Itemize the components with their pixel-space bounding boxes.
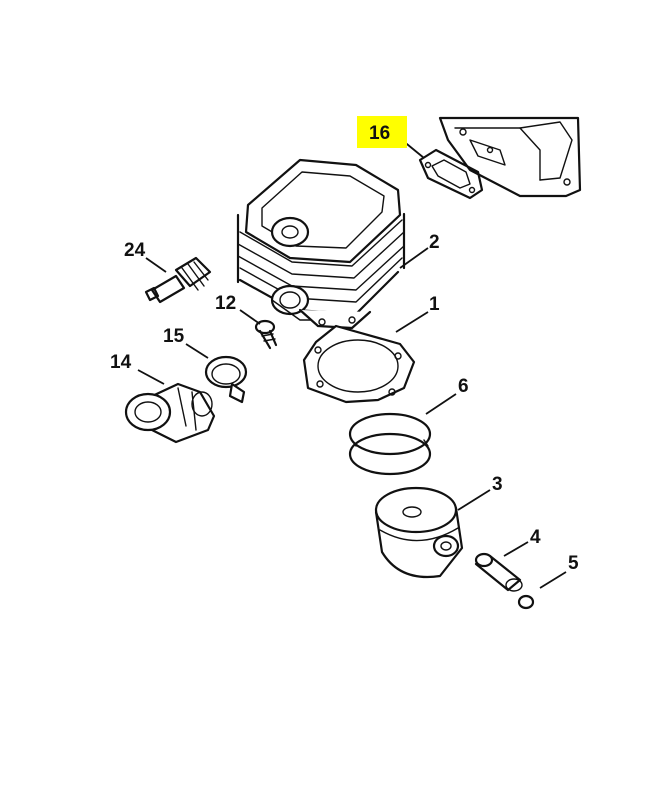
circlip-part-5 — [517, 594, 535, 610]
muffler-housing — [438, 116, 582, 198]
callout-1: 1 — [429, 294, 440, 315]
callout-16: 16 — [369, 123, 390, 144]
hose-clamp-part-15 — [204, 355, 248, 404]
leader-lines — [137, 139, 567, 589]
spark-plug-part-24 — [144, 256, 212, 304]
callout-3: 3 — [492, 474, 503, 495]
callout-4: 4 — [530, 527, 541, 548]
screw-part-12 — [254, 319, 278, 350]
callout-5: 5 — [568, 553, 579, 574]
callout-14: 14 — [110, 352, 132, 373]
callout-2: 2 — [429, 232, 440, 253]
callout-6: 6 — [458, 376, 469, 397]
base-gasket-part-1 — [302, 324, 416, 404]
piston-part-3 — [374, 486, 464, 578]
callout-24: 24 — [124, 240, 146, 261]
gasket-part-16 — [418, 148, 484, 200]
cylinder-part-2 — [236, 158, 406, 330]
callout-12: 12 — [215, 293, 236, 314]
piston-pin-part-4 — [474, 552, 523, 592]
callout-15: 15 — [163, 326, 185, 347]
intake-manifold-part-14 — [124, 382, 216, 444]
piston-rings-part-6 — [348, 412, 432, 476]
callout-16-highlight — [357, 116, 407, 148]
